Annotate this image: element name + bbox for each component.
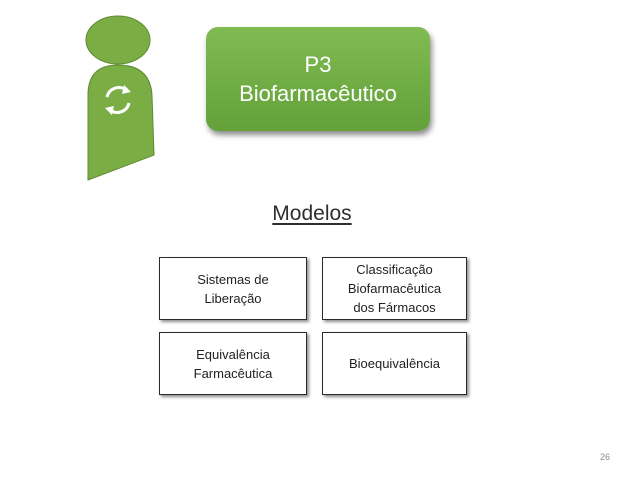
person-figure-icon	[80, 15, 160, 185]
card-bioequivalencia: Bioequivalência	[322, 332, 467, 395]
card-line: Equivalência	[196, 346, 270, 362]
card-line: Liberação	[204, 290, 262, 306]
card-line: Farmacêutica	[193, 365, 273, 381]
p3-biofarmaceutico-box: P3 Biofarmacêutico	[206, 27, 430, 131]
refresh-cycle-icon	[105, 85, 131, 115]
card-equivalencia-farmaceutica: Equivalência Farmacêutica	[159, 332, 307, 395]
card-line: Biofarmacêutica	[347, 281, 442, 296]
section-title: Modelos	[272, 202, 352, 225]
card-line: dos Fármacos	[353, 300, 436, 315]
box-title-line1: P3	[304, 52, 332, 77]
card-classificacao-biofarmaceutica: Classificação Biofarmacêutica dos Fármac…	[322, 257, 467, 320]
card-line: Classificação	[356, 262, 433, 277]
page-number: 26	[599, 452, 610, 462]
card-line: Bioequivalência	[348, 356, 441, 371]
card-sistemas-liberacao: Sistemas de Liberação	[159, 257, 307, 320]
box-title-line2: Biofarmacêutico	[239, 81, 397, 106]
card-line: Sistemas de	[197, 271, 269, 287]
